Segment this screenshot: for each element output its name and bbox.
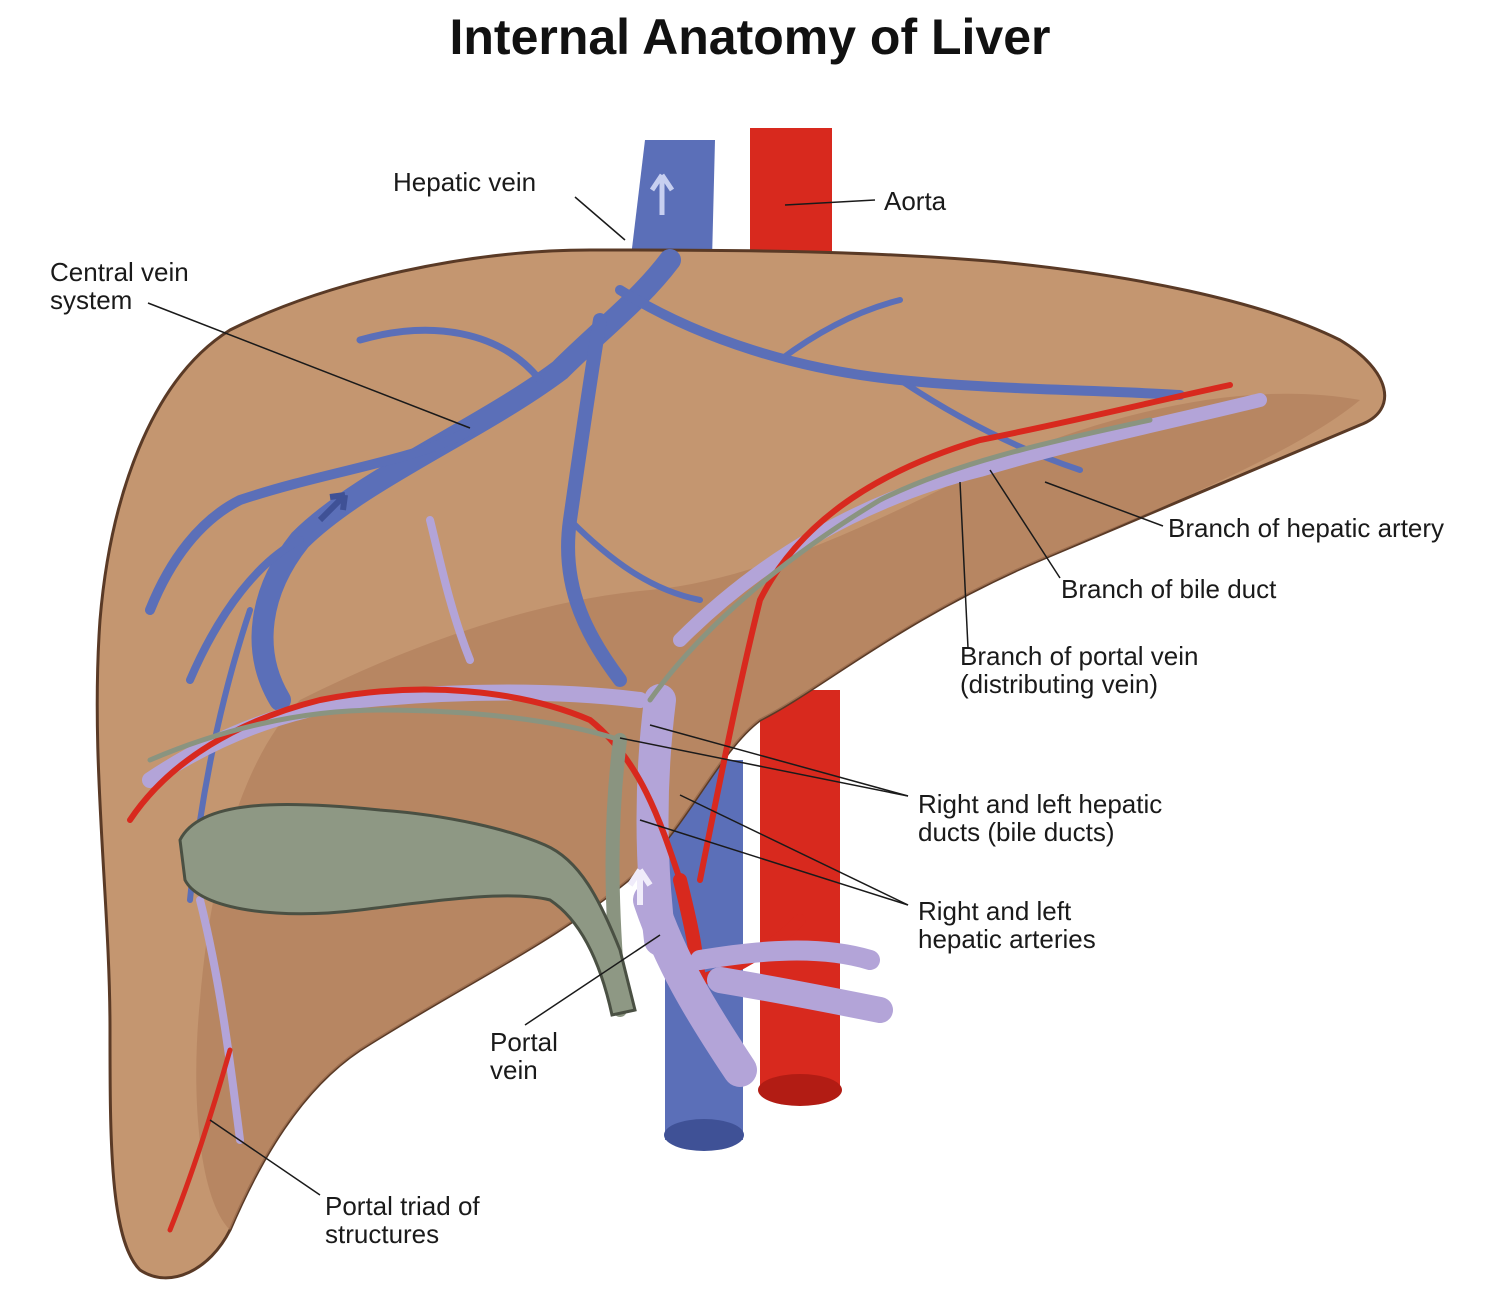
leader-portal-triad xyxy=(209,1119,321,1196)
leader-central-vein xyxy=(147,302,471,429)
leader-aorta xyxy=(784,199,876,206)
hepatic-vein-trunk xyxy=(630,140,715,265)
label-aorta: Aorta xyxy=(884,186,947,216)
flow-arrow-central xyxy=(317,492,348,523)
label-portal-triad: Portal triad of structures xyxy=(325,1191,480,1249)
leader-lines xyxy=(147,196,1164,1196)
vena-cava-end xyxy=(664,1119,744,1151)
label-hepatic-vein: Hepatic vein xyxy=(393,167,537,197)
leader-arteries-2 xyxy=(639,819,909,906)
portal-vein-trunk xyxy=(633,883,893,1087)
label-hepatic-ducts: Right and left hepatic ducts (bile ducts… xyxy=(918,789,1163,847)
leader-ducts-2 xyxy=(649,724,909,797)
label-portal-vein: Portal vein xyxy=(490,1027,558,1085)
leader-portal-vein xyxy=(524,934,661,1026)
leader-bile-duct xyxy=(989,469,1061,579)
label-branch-bile-duct: Branch of bile duct xyxy=(1061,574,1277,604)
leader-arteries-1 xyxy=(679,794,909,906)
aorta-upper xyxy=(750,128,832,268)
label-central-vein-system: Central vein system xyxy=(50,257,189,315)
label-branch-portal-vein: Branch of portal vein (distributing vein… xyxy=(960,641,1199,699)
flow-arrow-hepatic-vein xyxy=(649,173,675,215)
leader-portal-branch xyxy=(959,481,969,649)
diagram-title: Internal Anatomy of Liver xyxy=(449,9,1051,65)
leader-ducts-1 xyxy=(619,737,909,797)
central-vein-system xyxy=(145,249,1185,903)
aorta-lower xyxy=(760,690,840,1090)
aorta-end xyxy=(758,1074,842,1106)
leader-hepatic-vein xyxy=(574,196,626,241)
flow-arrow-portal xyxy=(627,868,653,905)
gallbladder xyxy=(178,802,637,1017)
label-branch-hepatic-artery: Branch of hepatic artery xyxy=(1168,513,1445,543)
label-hepatic-arteries: Right and left hepatic arteries xyxy=(918,896,1096,954)
leader-hepatic-artery xyxy=(1044,481,1164,527)
